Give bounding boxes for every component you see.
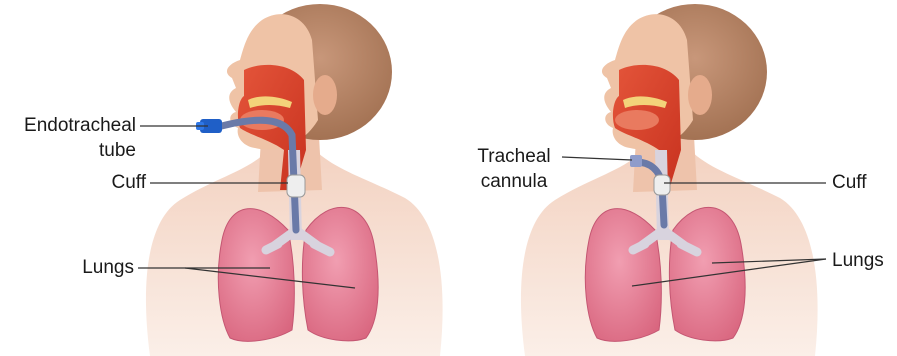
cuff-right-label: Cuff	[832, 172, 867, 194]
left-lung-right	[218, 209, 294, 342]
endotracheal-label-line2: tube	[0, 140, 136, 162]
right-cuff	[654, 175, 670, 195]
leader-tracheal	[562, 157, 632, 160]
left-lung-left	[302, 207, 378, 340]
right-lung-right	[585, 209, 661, 342]
lungs-right-label: Lungs	[832, 250, 884, 272]
left-ear	[313, 75, 337, 115]
right-lung-left	[669, 207, 745, 340]
lungs-left-label: Lungs	[0, 257, 134, 279]
right-cannula-hub	[630, 155, 642, 167]
tracheal-label-line1: Tracheal	[466, 146, 562, 168]
right-ear	[688, 75, 712, 115]
tracheal-label-line2: cannula	[466, 171, 562, 193]
cuff-left-label: Cuff	[0, 172, 146, 194]
endotracheal-label-line1: Endotracheal	[0, 115, 136, 137]
right-tongue	[615, 110, 659, 130]
left-cuff	[287, 175, 305, 197]
left-figure	[146, 4, 443, 356]
right-figure	[521, 4, 818, 356]
